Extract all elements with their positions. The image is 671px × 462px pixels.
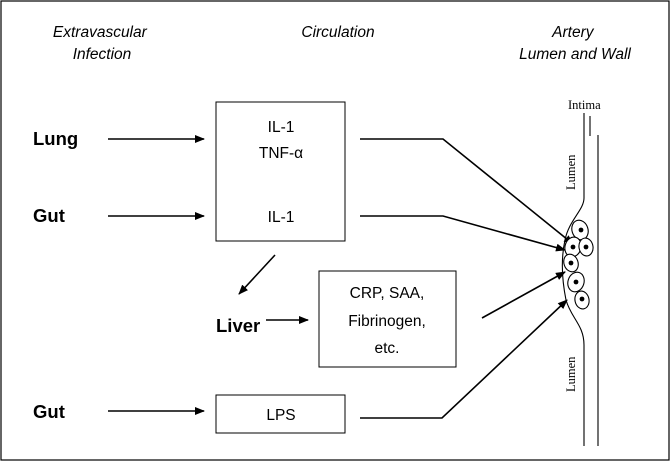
header-artery: Artery Lumen and Wall xyxy=(519,24,631,63)
lps-label: LPS xyxy=(266,407,295,424)
intima-label: Intima xyxy=(568,98,601,112)
acute-phase-fibrinogen-label: Fibrinogen, xyxy=(348,313,426,330)
connector-lung-cytokines-to-wall xyxy=(360,138,574,245)
lumen-bottom-label: Lumen xyxy=(564,356,578,392)
connector-gut-cytokines-to-wall xyxy=(360,215,566,252)
lps-box xyxy=(215,394,346,434)
arrow-cytokines-to-liver xyxy=(238,254,276,295)
source-lung-label: Lung xyxy=(33,128,78,149)
header-circulation: Circulation xyxy=(301,24,374,41)
source-gut-bottom-label: Gut xyxy=(33,401,65,422)
source-liver-label: Liver xyxy=(216,315,260,336)
wall-cell xyxy=(578,237,594,257)
acute-phase-etc-label: etc. xyxy=(375,340,400,357)
acute-phase-proteins-box xyxy=(318,270,457,368)
artery-intima-line xyxy=(561,113,585,446)
artery-wall-cells xyxy=(563,219,594,310)
cytokines-box xyxy=(215,101,346,242)
wall-cell xyxy=(574,290,590,310)
connector-lps-to-wall xyxy=(360,299,568,419)
acute-phase-crp-saa-label: CRP, SAA, xyxy=(350,285,425,302)
wall-cell xyxy=(567,271,585,293)
source-gut-top-label: Gut xyxy=(33,205,65,226)
lumen-top-label: Lumen xyxy=(564,154,578,190)
cytokine-tnf-alpha-label: TNF-α xyxy=(259,145,303,162)
wall-cell xyxy=(563,253,579,273)
connector-acute-phase-to-wall xyxy=(481,271,566,319)
cytokine-il1-gut-label: IL-1 xyxy=(268,209,295,226)
header-extravascular-infection: Extravascular Infection xyxy=(53,24,151,63)
cytokine-il1-label: IL-1 xyxy=(268,119,295,136)
